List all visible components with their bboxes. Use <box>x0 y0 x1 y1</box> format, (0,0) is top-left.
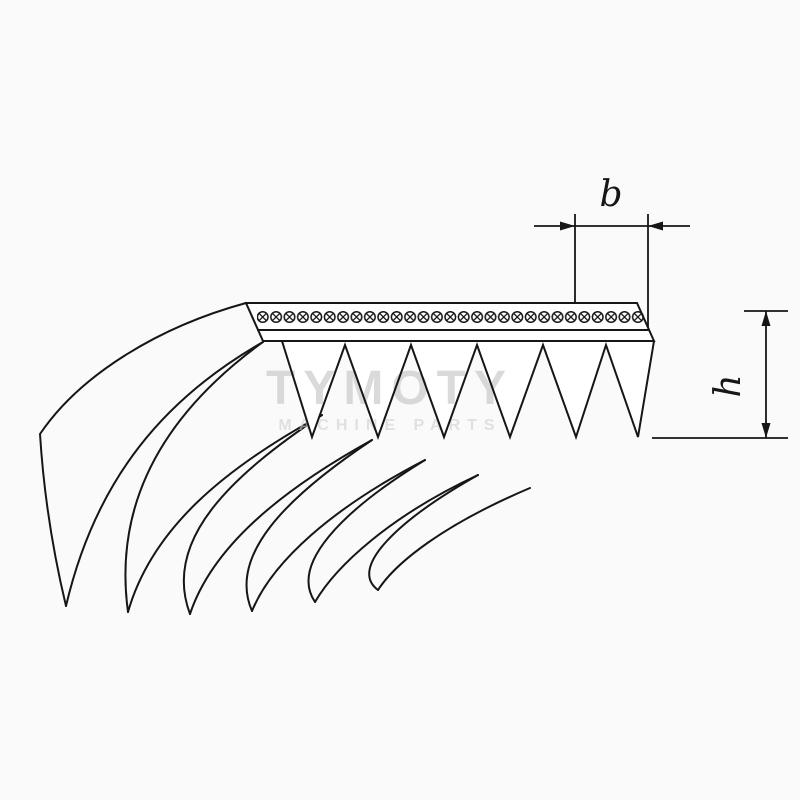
rib-curve <box>377 487 531 591</box>
watermark-title: TYMOTY <box>266 362 514 415</box>
dimension-h: h <box>652 310 788 439</box>
rib-curve <box>189 439 373 615</box>
rib-curve <box>182 414 323 615</box>
watermark-subtitle: MACHINE PARTS <box>278 417 501 434</box>
belt-body-fill <box>246 303 654 437</box>
rib-curve <box>127 414 323 613</box>
dim-h-label: h <box>708 374 749 397</box>
dimension-b: b <box>534 174 690 328</box>
rib-teeth-profile <box>281 340 655 441</box>
dim-b-arrow-right-pointing <box>560 221 575 231</box>
dim-b-arrow-left-pointing <box>648 221 663 231</box>
bend-outer-silhouette <box>38 302 247 607</box>
belt-straight-section <box>244 302 656 441</box>
cord-hatch <box>257 305 645 329</box>
rib-curve <box>368 474 479 591</box>
rib-curve <box>124 341 264 613</box>
rib-curve <box>314 474 479 603</box>
watermark: TYMOTY MACHINE PARTS <box>266 362 514 434</box>
rib-curve <box>65 341 264 607</box>
dim-h-arrow-up <box>761 311 771 326</box>
dim-h-arrow-down <box>761 423 771 438</box>
bent-section-ribs <box>38 302 531 615</box>
rib-curve <box>307 459 426 603</box>
dim-b-label: b <box>599 174 622 215</box>
rib-curve <box>245 439 373 612</box>
rib-curve <box>251 459 426 612</box>
